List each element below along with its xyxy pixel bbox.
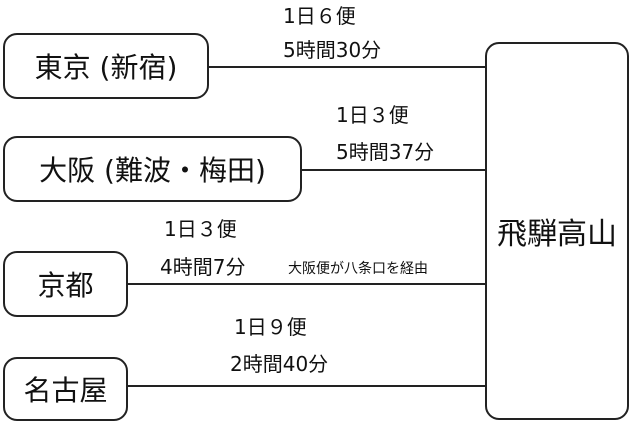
route-note-kyoto: 大阪便が八条口を経由	[288, 261, 428, 277]
destination-label: 飛騨高山	[497, 217, 617, 252]
route-line-osaka	[302, 169, 485, 171]
duration-osaka: 5時間37分	[336, 140, 435, 164]
frequency-osaka: 1日３便	[336, 103, 409, 127]
frequency-tokyo: 1日６便	[283, 4, 356, 28]
origin-label-osaka: 大阪 (難波・梅田)	[39, 154, 266, 187]
origin-box-nagoya: 名古屋	[3, 357, 128, 421]
frequency-nagoya: 1日９便	[234, 315, 307, 339]
duration-nagoya: 2時間40分	[230, 352, 329, 376]
origin-label-kyoto: 京都	[37, 269, 94, 302]
route-line-tokyo	[209, 66, 485, 68]
origin-box-tokyo: 東京 (新宿)	[3, 33, 209, 99]
duration-kyoto: 4時間7分	[160, 255, 246, 279]
frequency-kyoto: 1日３便	[164, 217, 237, 241]
origin-box-osaka: 大阪 (難波・梅田)	[3, 136, 302, 202]
duration-tokyo: 5時間30分	[283, 38, 382, 62]
route-line-nagoya	[128, 385, 485, 387]
destination-box: 飛騨高山	[485, 42, 629, 420]
origin-label-nagoya: 名古屋	[23, 374, 108, 407]
route-line-kyoto	[128, 283, 485, 285]
origin-label-tokyo: 東京 (新宿)	[34, 51, 178, 84]
origin-box-kyoto: 京都	[3, 251, 128, 317]
